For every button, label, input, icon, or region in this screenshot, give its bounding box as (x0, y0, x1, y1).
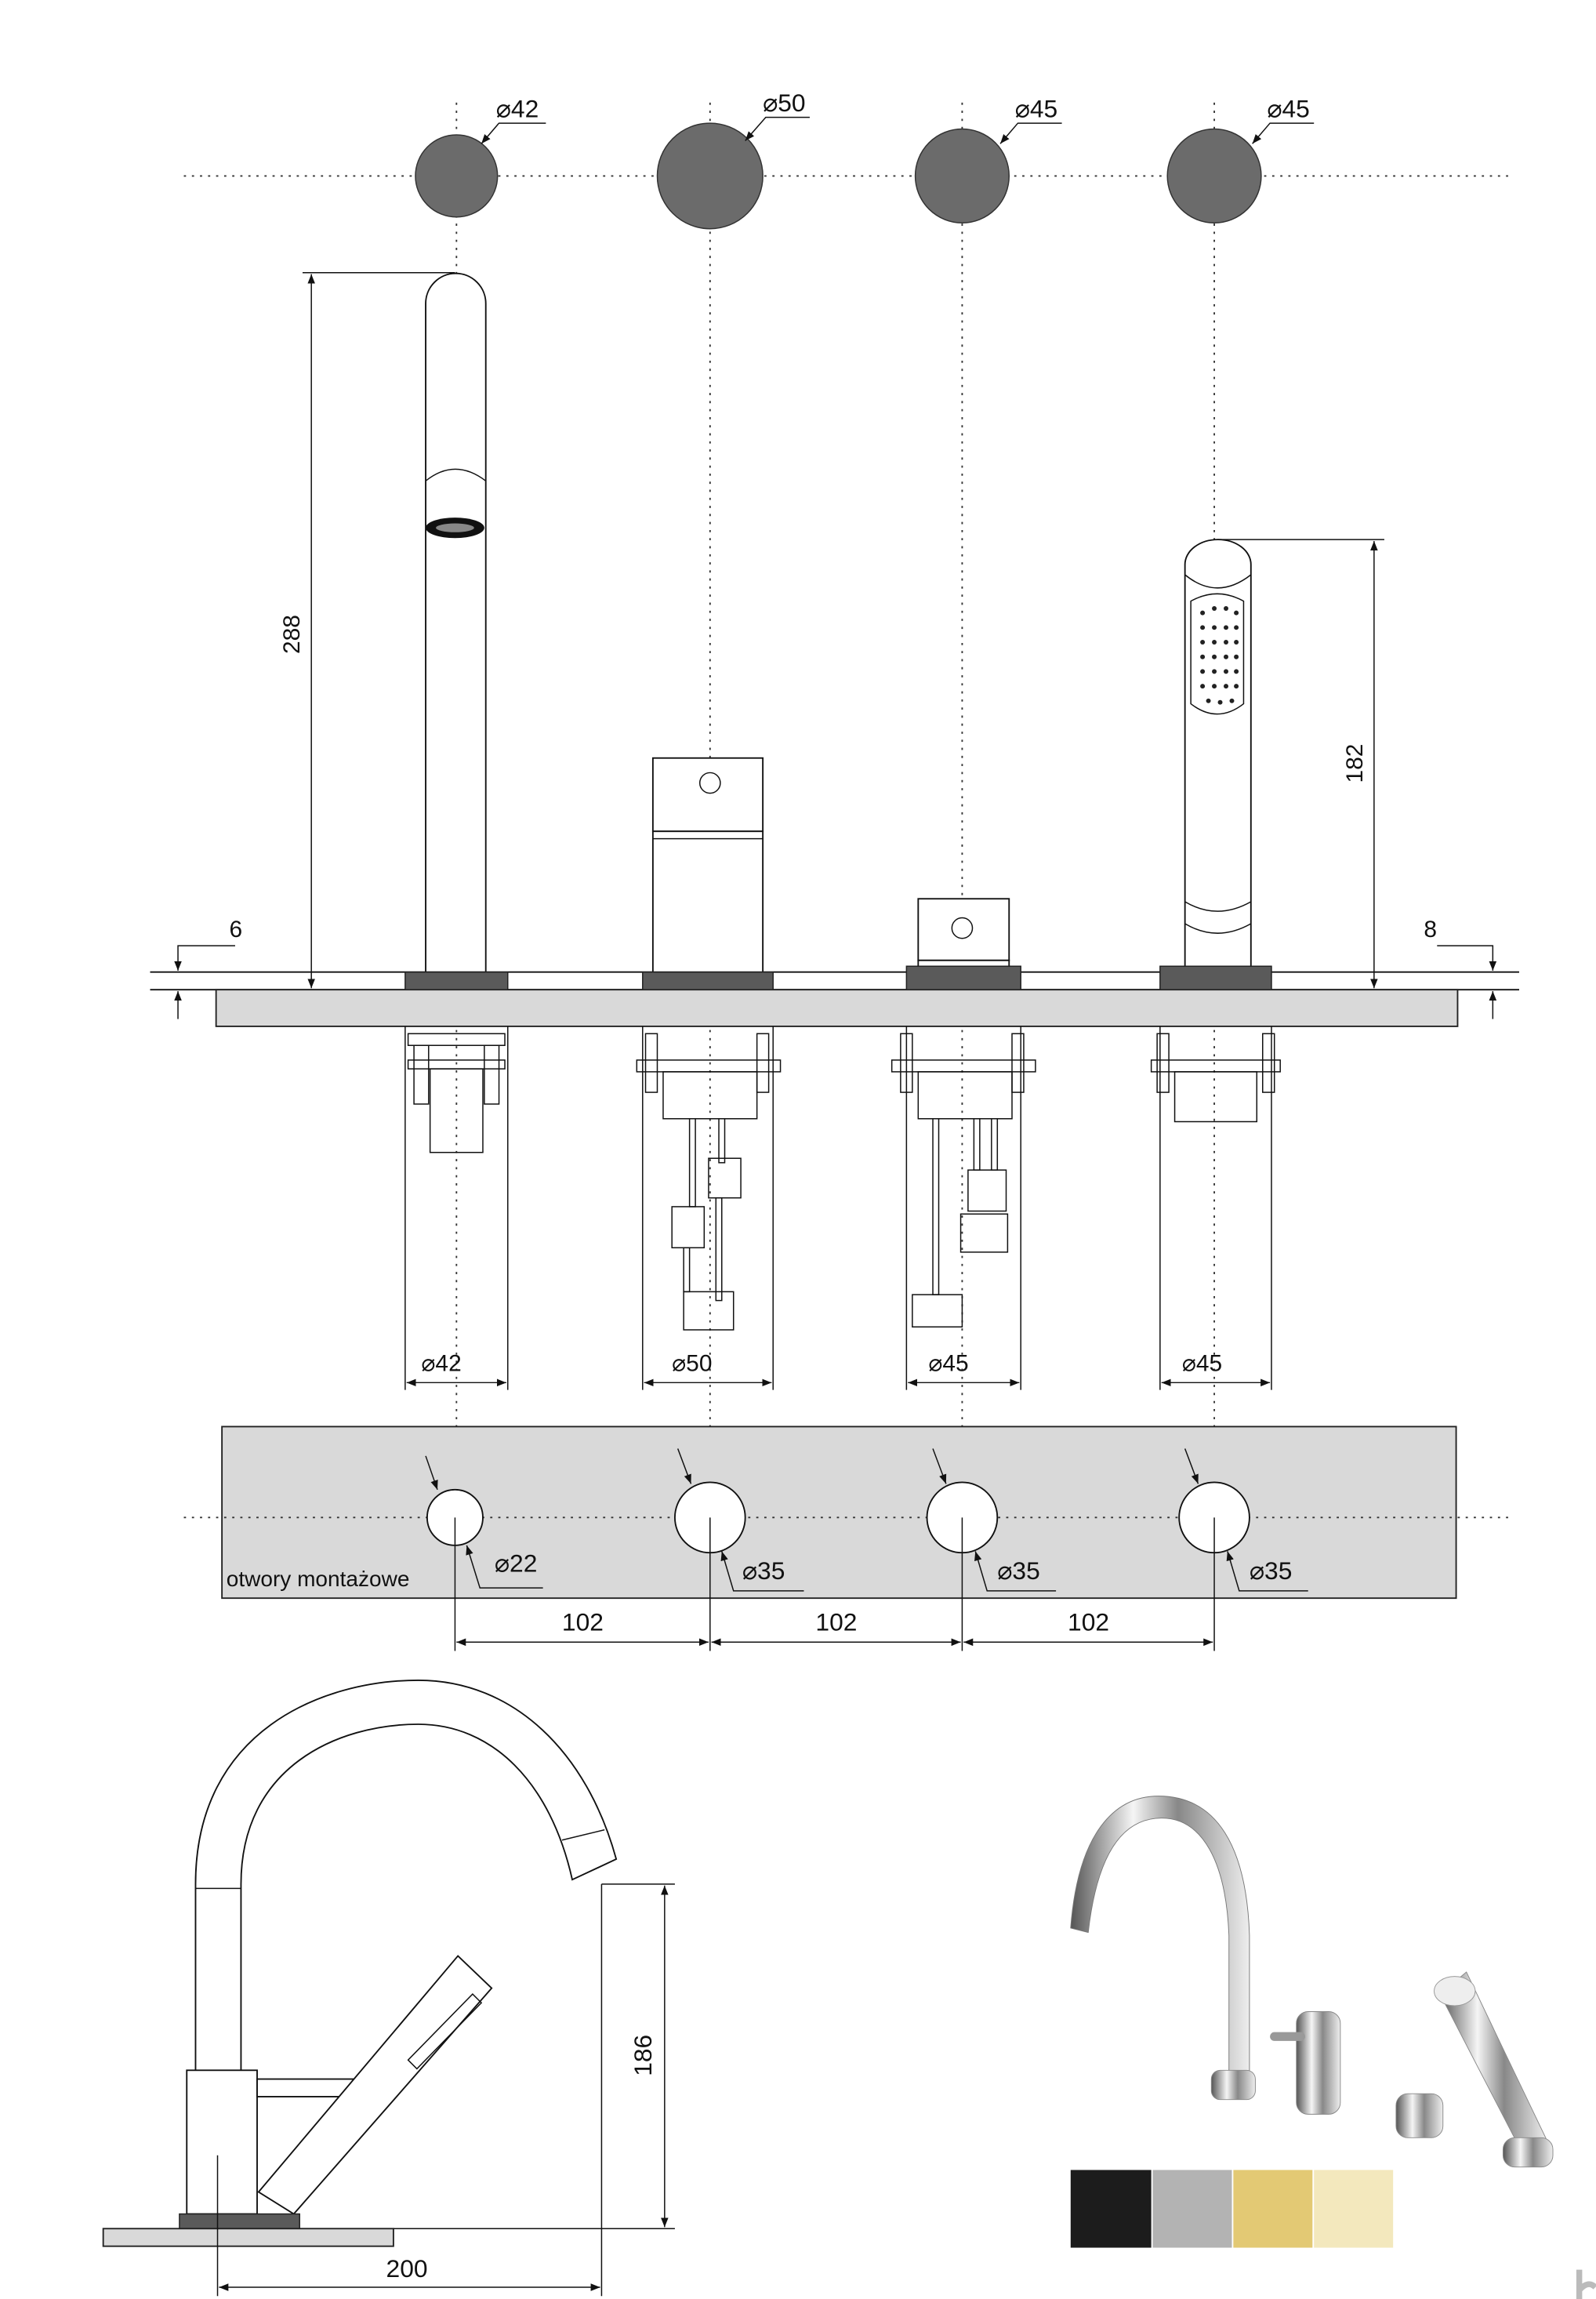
spacing-3: 102 (1068, 1607, 1109, 1636)
top-diameter-1: ⌀42 (496, 95, 539, 123)
handshower-height-dimension: 182 (1342, 744, 1368, 783)
top-diameter-4: ⌀45 (1267, 95, 1309, 123)
mounting-holes-label: otwory montażowe (227, 1567, 410, 1591)
top-diameter-3: ⌀45 (1015, 95, 1057, 123)
top-circle-spout (415, 134, 499, 218)
top-circle-mixer (656, 122, 764, 230)
mixer-handle (651, 757, 764, 833)
base-diameter-3: ⌀45 (928, 1350, 968, 1376)
profile-view: 200 186 (102, 1679, 675, 2297)
hole-diameter-2: ⌀35 (742, 1556, 785, 1585)
spacing-1: 102 (562, 1607, 604, 1636)
profile-spout (194, 1679, 618, 2215)
top-circle-handshower (1166, 128, 1262, 223)
hole-diameter-4: ⌀35 (1250, 1556, 1292, 1585)
mixer-body (651, 830, 764, 973)
top-diameter-2: ⌀50 (763, 89, 805, 117)
spacing-2: 102 (815, 1607, 857, 1636)
swatch-black (1070, 2170, 1152, 2248)
hole-diameter-3: ⌀35 (997, 1556, 1039, 1585)
top-circle-diverter (914, 128, 1010, 223)
deck-thickness-left: 6 (229, 917, 242, 942)
finish-swatches (1070, 2170, 1394, 2248)
top-view: ⌀42 ⌀50 ⌀45 ⌀45 (183, 89, 1511, 1555)
profile-handshower (257, 1955, 493, 2215)
mounting-plate: ⌀22 ⌀35 ⌀35 ⌀35 otwory montażowe 102 102… (183, 1426, 1511, 1651)
spout-height-dimension: 288 (279, 615, 305, 654)
swatch-light-gold (1314, 2170, 1394, 2248)
spray-holes-icon (1200, 606, 1239, 705)
swatch-brushed-gold (1233, 2170, 1313, 2248)
base-diameter-1: ⌀42 (421, 1350, 461, 1376)
reach-dimension: 200 (386, 2254, 428, 2283)
diverter-knob (917, 898, 1010, 961)
profile-height-dimension: 186 (629, 2035, 657, 2076)
under-deck-fittings (407, 1033, 1281, 1331)
base-diameter-2: ⌀50 (672, 1350, 712, 1376)
product-photo (1070, 1796, 1554, 2168)
hand-shower (1184, 539, 1252, 969)
hole-diameter-1: ⌀22 (495, 1549, 537, 1578)
deck-plate (215, 989, 1459, 1027)
logo-fragment (1576, 2269, 1596, 2299)
spout (425, 272, 487, 973)
deck-thickness-right: 8 (1424, 917, 1437, 942)
side-view: ⌀42 ⌀50 ⌀45 ⌀45 288 182 6 8 (150, 272, 1519, 1390)
base-diameter-4: ⌀45 (1182, 1350, 1222, 1376)
swatch-brushed-steel (1152, 2170, 1232, 2248)
